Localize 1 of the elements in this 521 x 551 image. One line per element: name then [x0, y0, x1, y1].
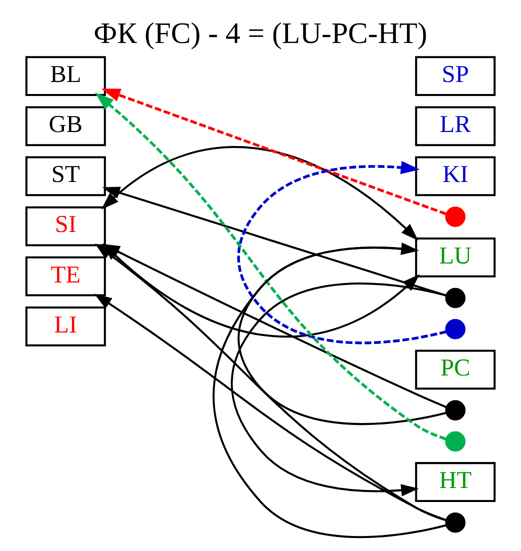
diagram-title: ФК (FC) - 4 = (LU-PC-HT): [94, 17, 428, 50]
